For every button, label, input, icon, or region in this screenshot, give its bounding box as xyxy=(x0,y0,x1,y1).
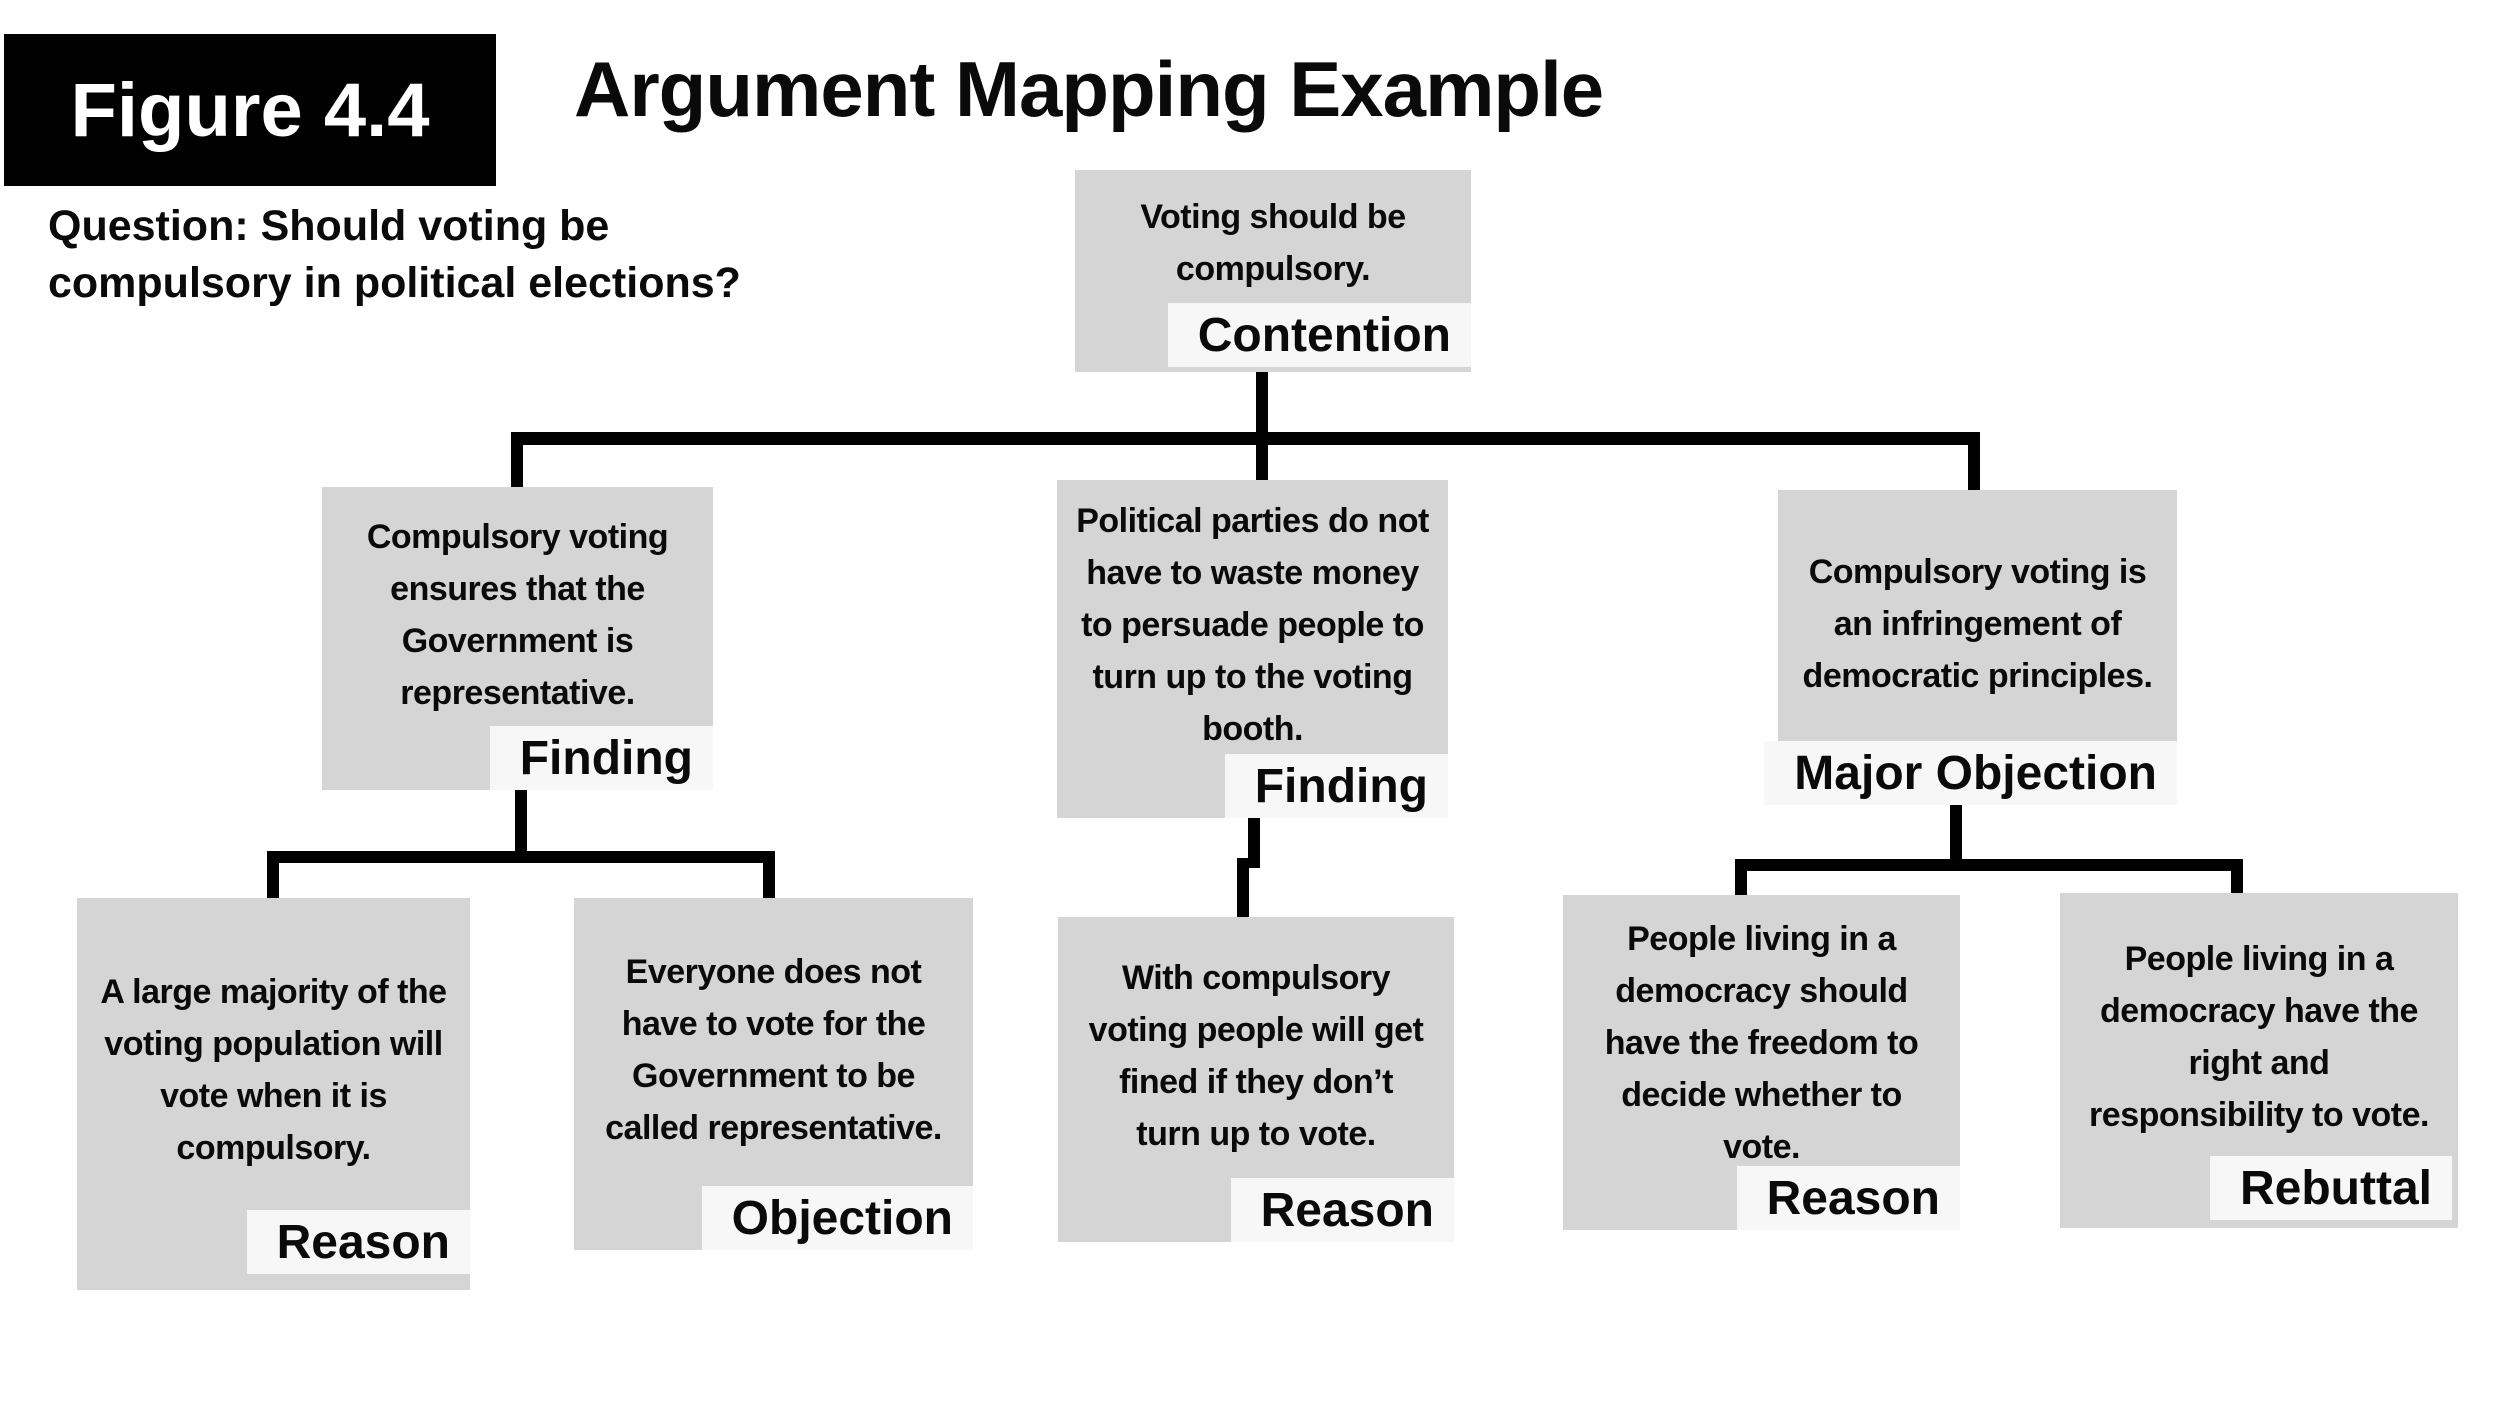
node-reason-left: A large majority of the voting populatio… xyxy=(77,898,470,1290)
connector-row1-drop-right xyxy=(1968,432,1980,494)
node-reason-center: With compulsory voting people will get f… xyxy=(1058,917,1454,1242)
node-major-objection-label: Major Objection xyxy=(1764,741,2177,805)
node-contention: Voting should be compulsory. Contention xyxy=(1075,170,1471,372)
connector-row2-right-bar xyxy=(1735,859,2243,871)
node-rebuttal-text: People living in a democracy have the ri… xyxy=(2089,939,2429,1134)
connector-finding-center-stem-upper xyxy=(1248,818,1260,868)
figure-title: Argument Mapping Example xyxy=(574,45,1604,133)
connector-row2-left-drop1 xyxy=(267,851,279,900)
node-reason-right-text: People living in a democracy should have… xyxy=(1604,919,1919,1166)
node-reason-center-text: With compulsory voting people will get f… xyxy=(1088,958,1424,1153)
node-reason-left-label: Reason xyxy=(246,1210,470,1274)
connector-contention-stem xyxy=(1256,370,1268,436)
node-finding-center: Political parties do not have to waste m… xyxy=(1057,480,1448,818)
node-rebuttal: People living in a democracy have the ri… xyxy=(2060,893,2458,1228)
connector-row1-drop-left xyxy=(511,432,523,490)
connector-row1-bar xyxy=(511,432,1980,445)
figure-number-text: Figure 4.4 xyxy=(70,67,430,153)
node-contention-label: Contention xyxy=(1167,303,1471,367)
node-reason-right-label: Reason xyxy=(1736,1166,1960,1230)
node-major-objection-text: Compulsory voting is an infringement of … xyxy=(1802,552,2153,695)
node-finding-left: Compulsory voting ensures that the Gover… xyxy=(322,487,713,790)
node-reason-right: People living in a democracy should have… xyxy=(1563,895,1960,1230)
node-objection: Everyone does not have to vote for the G… xyxy=(574,898,973,1250)
node-finding-center-label: Finding xyxy=(1224,754,1448,818)
node-finding-center-text: Political parties do not have to waste m… xyxy=(1076,502,1429,748)
connector-row2-left-drop2 xyxy=(763,851,775,900)
node-finding-left-text: Compulsory voting ensures that the Gover… xyxy=(366,517,669,712)
connector-row2-right-drop1 xyxy=(1735,859,1747,900)
node-objection-text: Everyone does not have to vote for the G… xyxy=(605,953,942,1147)
node-objection-label: Objection xyxy=(701,1186,973,1250)
question-text: Question: Should voting be compulsory in… xyxy=(48,202,741,307)
connector-row2-left-bar xyxy=(267,851,775,863)
node-major-objection: Compulsory voting is an infringement of … xyxy=(1764,490,2177,805)
node-reason-center-label: Reason xyxy=(1230,1178,1454,1242)
connector-finding-left-stem xyxy=(515,790,527,856)
connector-row1-drop-center xyxy=(1256,432,1268,484)
node-finding-left-label: Finding xyxy=(489,726,713,790)
connector-major-objection-stem xyxy=(1950,805,1962,865)
connector-row2-right-drop2 xyxy=(2231,859,2243,895)
node-reason-left-text: A large majority of the voting populatio… xyxy=(100,973,447,1167)
node-contention-text: Voting should be compulsory. xyxy=(1140,198,1406,288)
figure-number-badge: Figure 4.4 xyxy=(4,34,496,186)
connector-finding-center-stem-lower xyxy=(1237,858,1249,919)
node-rebuttal-label: Rebuttal xyxy=(2210,1156,2452,1220)
